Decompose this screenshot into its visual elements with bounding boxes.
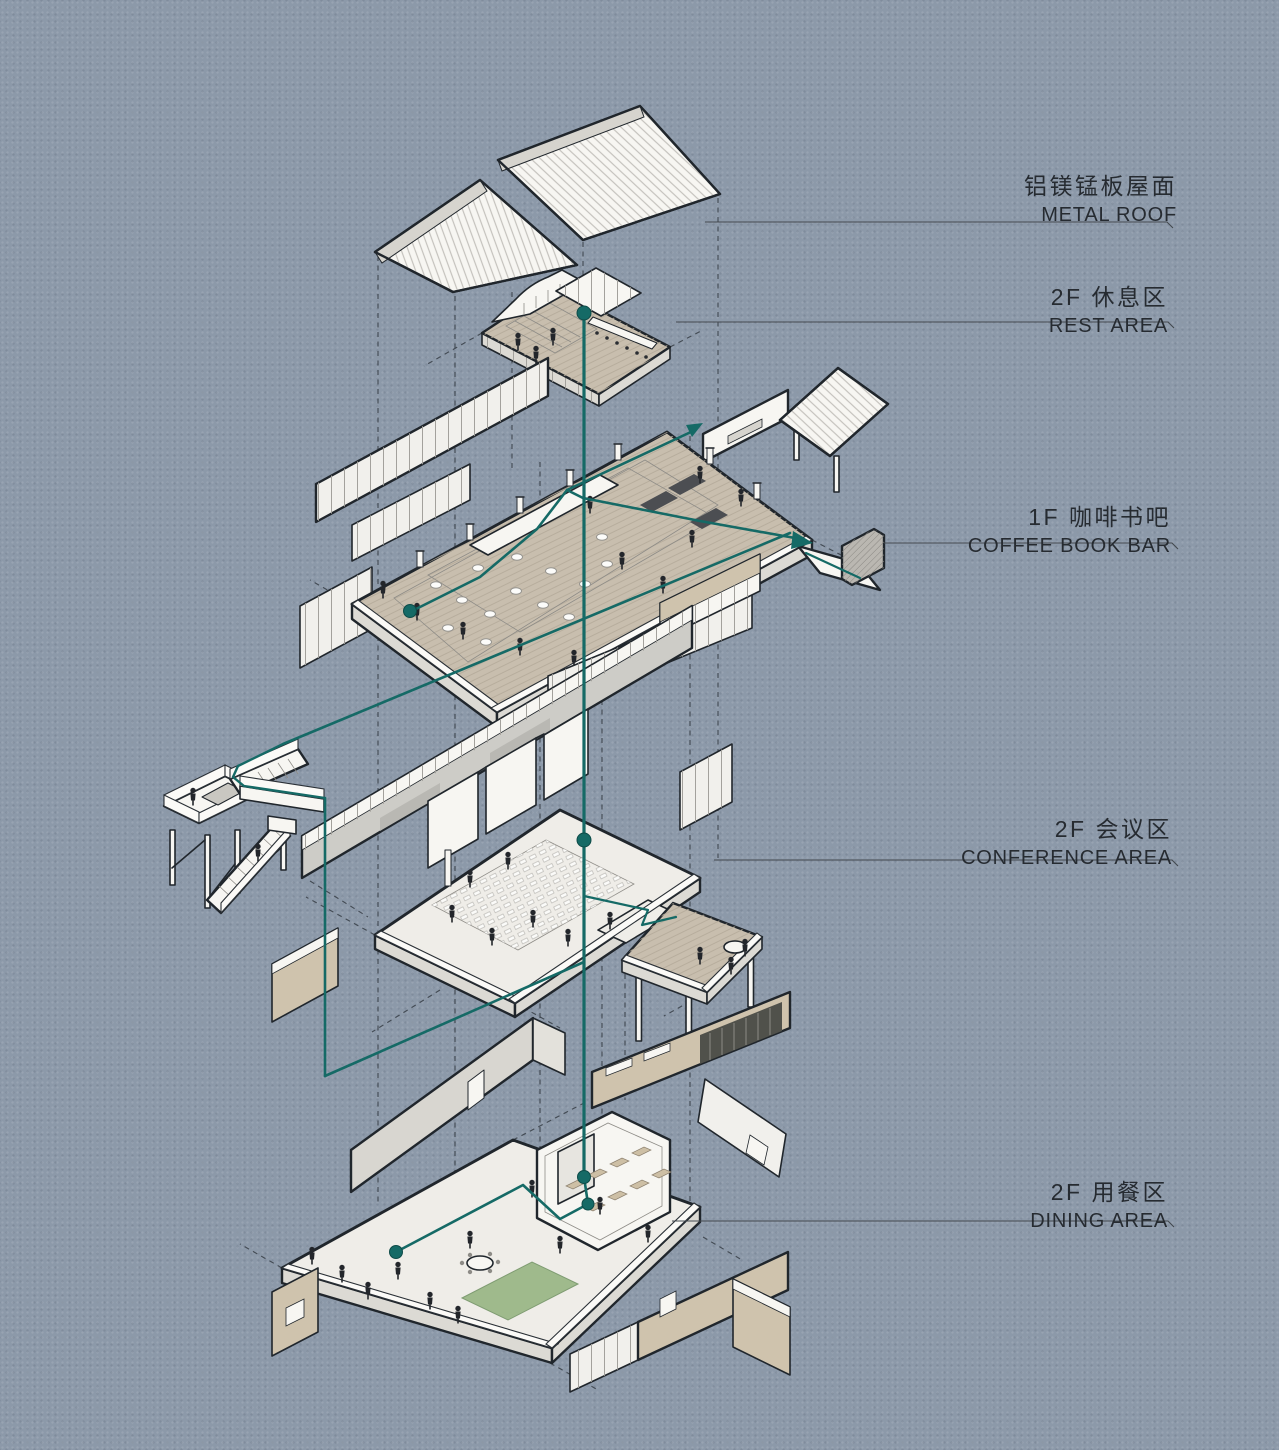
stairs [162, 738, 325, 915]
label-conference-area-cn: 2F 会议区 [1054, 816, 1172, 842]
facade-panel [349, 1016, 566, 1194]
leader-lines [672, 221, 1179, 1228]
metal-roof-layer [373, 104, 722, 294]
label-dining-area: 2F 用餐区 DINING AREA [1030, 1173, 1168, 1233]
dining-chairs [459, 1251, 501, 1275]
wall-fragment [840, 527, 886, 587]
facade-panel [697, 1078, 787, 1178]
label-conference-area: 2F 会议区 CONFERENCE AREA [961, 810, 1172, 870]
circulation-node-icon [576, 832, 592, 848]
dining-booths [565, 1146, 672, 1212]
label-rest-area-cn: 2F 休息区 [1050, 284, 1168, 310]
label-metal-roof-cn: 铝镁锰板屋面 [1024, 173, 1177, 199]
label-coffee-book-bar-cn: 1F 咖啡书吧 [1028, 504, 1171, 530]
label-coffee-book-bar-en: COFFEE BOOK BAR [967, 535, 1171, 557]
facade-panel [271, 1250, 791, 1393]
rest-area-canopy [778, 366, 890, 493]
facade-panel [299, 356, 550, 669]
label-dining-area-en: DINING AREA [1030, 1210, 1168, 1232]
conference-area-layer [162, 604, 764, 1062]
facade-panel [300, 604, 694, 880]
dining-area-layer [271, 990, 792, 1393]
label-rest-area: 2F 休息区 REST AREA [1049, 278, 1168, 338]
rest-area-layer [480, 267, 890, 493]
circulation-node-icon [577, 1170, 591, 1184]
direction-arrow-icon [791, 531, 813, 549]
circulation-path [231, 305, 862, 1259]
rest-area-wall-panel [701, 388, 790, 464]
label-rest-area-en: REST AREA [1048, 315, 1168, 337]
circulation-node-icon [389, 1245, 403, 1259]
roof-panel-right [496, 104, 722, 242]
facade-panel [271, 743, 733, 1023]
circulation-node-icon [581, 1197, 595, 1211]
louver-panel [590, 990, 792, 1110]
circulation-node-icon [403, 604, 417, 618]
roof-panel-left [373, 178, 579, 294]
direction-arrow-icon [686, 423, 703, 437]
label-metal-roof: 铝镁锰板屋面 METAL ROOF [1024, 167, 1177, 227]
circulation-node-icon [576, 305, 592, 321]
label-dining-area-cn: 2F 用餐区 [1050, 1179, 1168, 1205]
label-metal-roof-en: METAL ROOF [1041, 204, 1177, 226]
label-coffee-book-bar: 1F 咖啡书吧 COFFEE BOOK BAR [968, 498, 1171, 558]
rest-area-chairs [595, 331, 648, 359]
label-conference-area-en: CONFERENCE AREA [961, 847, 1172, 869]
